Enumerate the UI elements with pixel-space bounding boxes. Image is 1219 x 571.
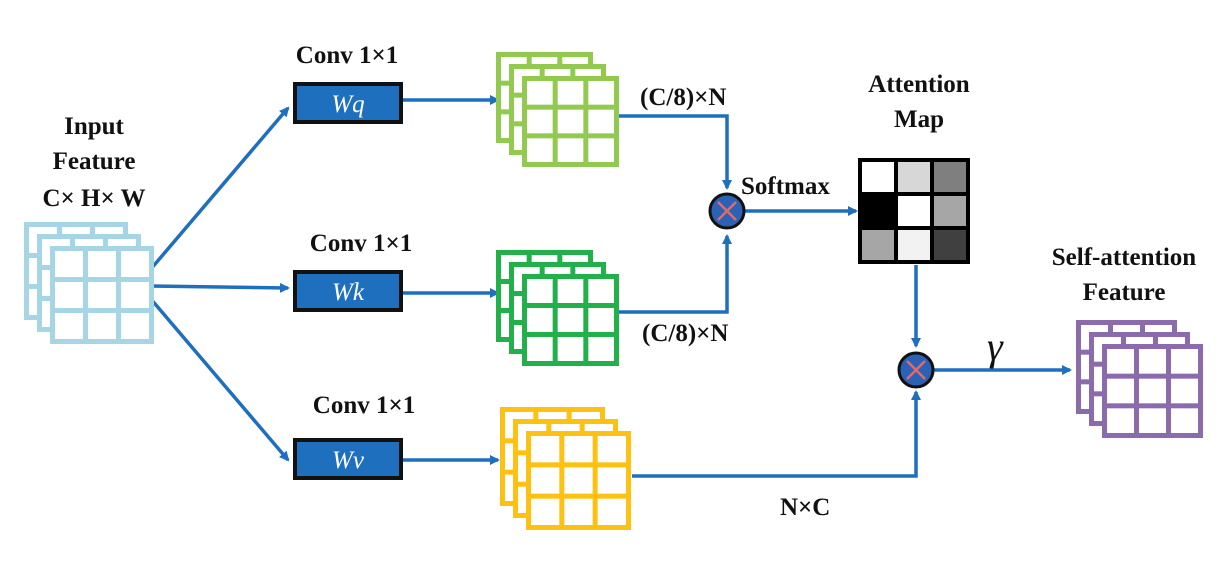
key-dim-label: (C/8)×N [642,320,728,347]
matmul-operator-1 [708,192,746,230]
input-title-line2: Feature [53,148,136,175]
wk-box: Wk [293,270,403,312]
self-attention-feature-stack [1076,320,1203,438]
matmul-operator-2 [897,351,935,389]
arrow-input-to-wq [148,106,290,272]
attention-cell [898,196,930,226]
conv-label-key: Conv 1×1 [310,230,412,257]
attention-cell [934,230,966,260]
softmax-label: Softmax [741,173,830,200]
attention-cell [934,196,966,226]
feature-map-layer [526,431,631,530]
wq-box: Wq [293,82,403,124]
input-feature-stack [24,222,154,344]
key-feature-stack [496,250,619,366]
value-dim-label: N×C [780,494,830,521]
attention-map-title-line1: Attention [868,71,969,98]
attention-cell [862,162,894,192]
value-feature-stack [500,407,631,530]
wq-label: Wq [331,91,364,118]
connectors [148,95,1072,478]
feature-map-layer [522,76,619,167]
output-title-line1: Self-attention [1052,244,1197,271]
input-title-line1: Input [64,113,124,140]
conv-label-value: Conv 1×1 [313,392,415,419]
attention-cell [898,162,930,192]
conv-label-query: Conv 1×1 [296,42,398,69]
arrow-key-to-product [618,234,732,314]
feature-map-layer [522,274,619,366]
wk-label: Wk [332,279,365,306]
query-feature-stack [496,52,619,167]
attention-cell [862,196,894,226]
attention-cell [934,162,966,192]
arrow-value-to-product2 [632,390,921,478]
feature-map-layer [1102,344,1203,438]
attention-cell [862,230,894,260]
wv-label: Wv [332,447,365,474]
arrow-input-to-wv [148,296,290,462]
attention-map-title-line2: Map [894,106,944,133]
arrow-query-to-product [618,114,732,190]
feature-map-layer [50,246,154,344]
attention-map-grid [858,158,970,264]
output-title-line2: Feature [1083,279,1166,306]
wv-box: Wv [293,438,403,480]
gamma-label: γ [987,324,1004,369]
query-dim-label: (C/8)×N [640,84,726,111]
input-dims-label: C× H× W [42,185,145,212]
arrow-input-to-wk [149,282,290,293]
attention-cell [898,230,930,260]
